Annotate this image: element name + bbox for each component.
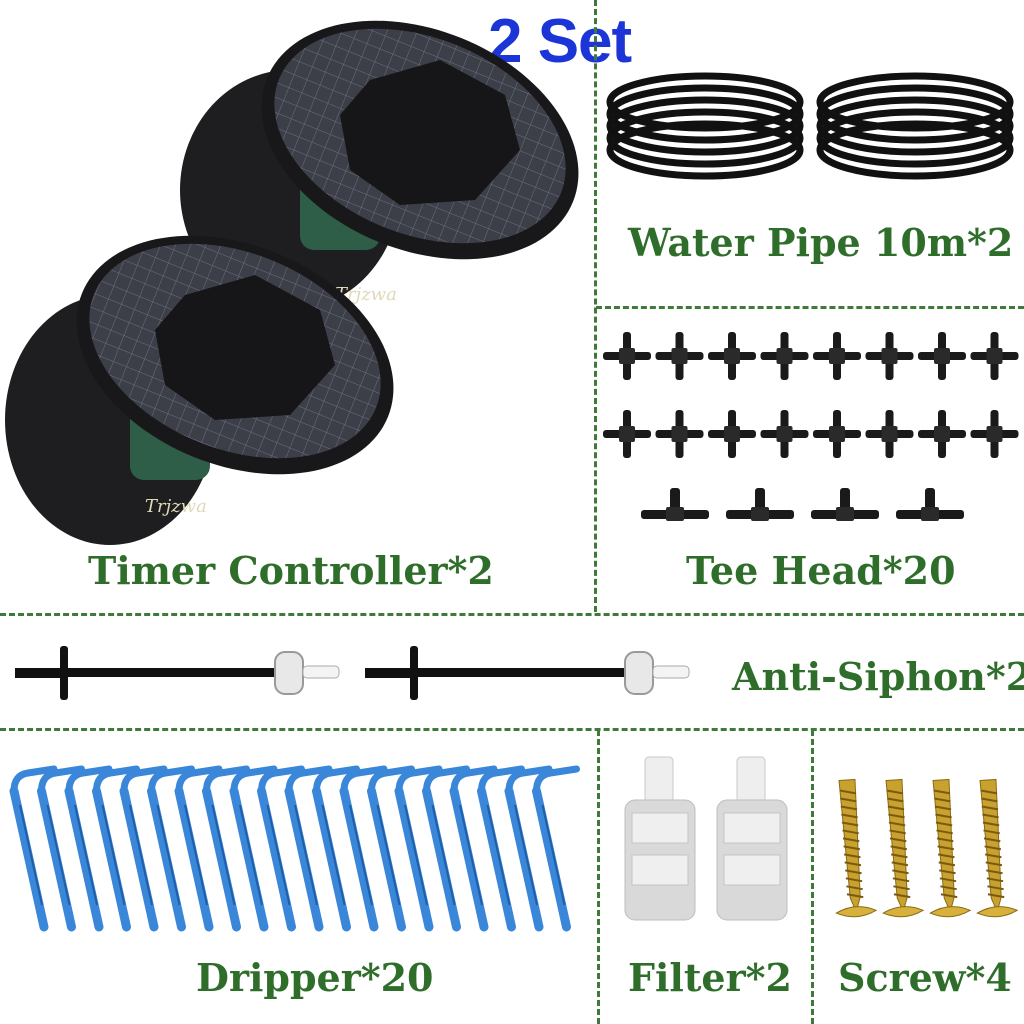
tee-head-piece bbox=[708, 410, 756, 458]
screw-piece bbox=[929, 778, 972, 918]
dripper-piece bbox=[174, 765, 223, 932]
dripper-piece bbox=[257, 765, 305, 932]
dripper-piece bbox=[64, 765, 113, 932]
tee-head-piece bbox=[865, 410, 914, 458]
water-pipe-image bbox=[606, 72, 1014, 180]
dripper-piece bbox=[37, 765, 85, 932]
filter-label: Filter*2 bbox=[628, 955, 792, 1000]
screw-label: Screw*4 bbox=[838, 955, 1012, 1000]
tee-head-piece bbox=[726, 488, 794, 521]
dripper-piece bbox=[92, 765, 140, 932]
dripper-piece bbox=[229, 765, 278, 932]
tee-head-piece bbox=[655, 410, 704, 458]
dripper-piece bbox=[312, 765, 360, 932]
tee-head-piece bbox=[813, 410, 861, 458]
tee-head-piece bbox=[655, 332, 704, 380]
dripper-piece bbox=[504, 765, 553, 932]
timer-controller-image: Trjzwa Trjzwa bbox=[5, 20, 579, 545]
tee-head-piece bbox=[865, 332, 914, 380]
divider-horizontal-middle bbox=[0, 613, 1024, 616]
headline: 2 Set bbox=[488, 7, 632, 76]
filter-image bbox=[624, 756, 788, 921]
screw-image bbox=[835, 778, 1019, 918]
dripper-piece bbox=[339, 765, 388, 932]
tee-head-piece bbox=[970, 410, 1019, 458]
dripper-piece bbox=[532, 765, 580, 932]
divider-vertical-top bbox=[594, 0, 597, 612]
dripper-image bbox=[9, 765, 580, 932]
tee-head-label: Tee Head*20 bbox=[686, 548, 956, 593]
dripper-piece bbox=[367, 765, 415, 932]
water-pipe-label: Water Pipe 10m*2 bbox=[628, 220, 1014, 265]
tee-head-piece bbox=[811, 488, 879, 521]
dripper-piece bbox=[284, 765, 333, 932]
tee-head-piece bbox=[918, 332, 966, 380]
divider-vertical-bottom-1 bbox=[597, 730, 600, 1024]
screw-piece bbox=[835, 778, 878, 918]
tee-head-piece bbox=[760, 332, 809, 380]
tee-head-image bbox=[603, 332, 1019, 521]
timer-controller-label: Timer Controller*2 bbox=[88, 548, 494, 593]
tee-head-piece bbox=[813, 332, 861, 380]
dripper-piece bbox=[202, 765, 250, 932]
tee-head-piece bbox=[708, 332, 756, 380]
brand-logo-back: Trjzwa bbox=[335, 284, 397, 305]
tee-head-piece bbox=[603, 410, 651, 458]
divider-vertical-bottom-2 bbox=[811, 730, 814, 1024]
dripper-piece bbox=[477, 765, 525, 932]
dripper-piece bbox=[9, 765, 58, 932]
brand-logo-front: Trjzwa bbox=[145, 496, 207, 517]
tee-head-piece bbox=[603, 332, 651, 380]
dripper-piece bbox=[147, 765, 195, 932]
dripper-piece bbox=[119, 765, 168, 932]
tee-head-piece bbox=[918, 410, 966, 458]
tee-head-piece bbox=[970, 332, 1019, 380]
divider-horizontal-lower bbox=[0, 728, 1024, 731]
dripper-label: Dripper*20 bbox=[196, 955, 434, 1000]
dripper-piece bbox=[449, 765, 498, 932]
dripper-piece bbox=[422, 765, 470, 932]
anti-siphon-label: Anti-Siphon*2 bbox=[732, 654, 1024, 699]
dripper-piece bbox=[394, 765, 443, 932]
tee-head-piece bbox=[760, 410, 809, 458]
tee-head-piece bbox=[641, 488, 709, 521]
tee-head-piece bbox=[896, 488, 964, 521]
screw-piece bbox=[976, 778, 1019, 918]
anti-siphon-image bbox=[15, 646, 690, 700]
screw-piece bbox=[882, 778, 925, 918]
divider-horizontal-right-upper bbox=[596, 306, 1024, 309]
